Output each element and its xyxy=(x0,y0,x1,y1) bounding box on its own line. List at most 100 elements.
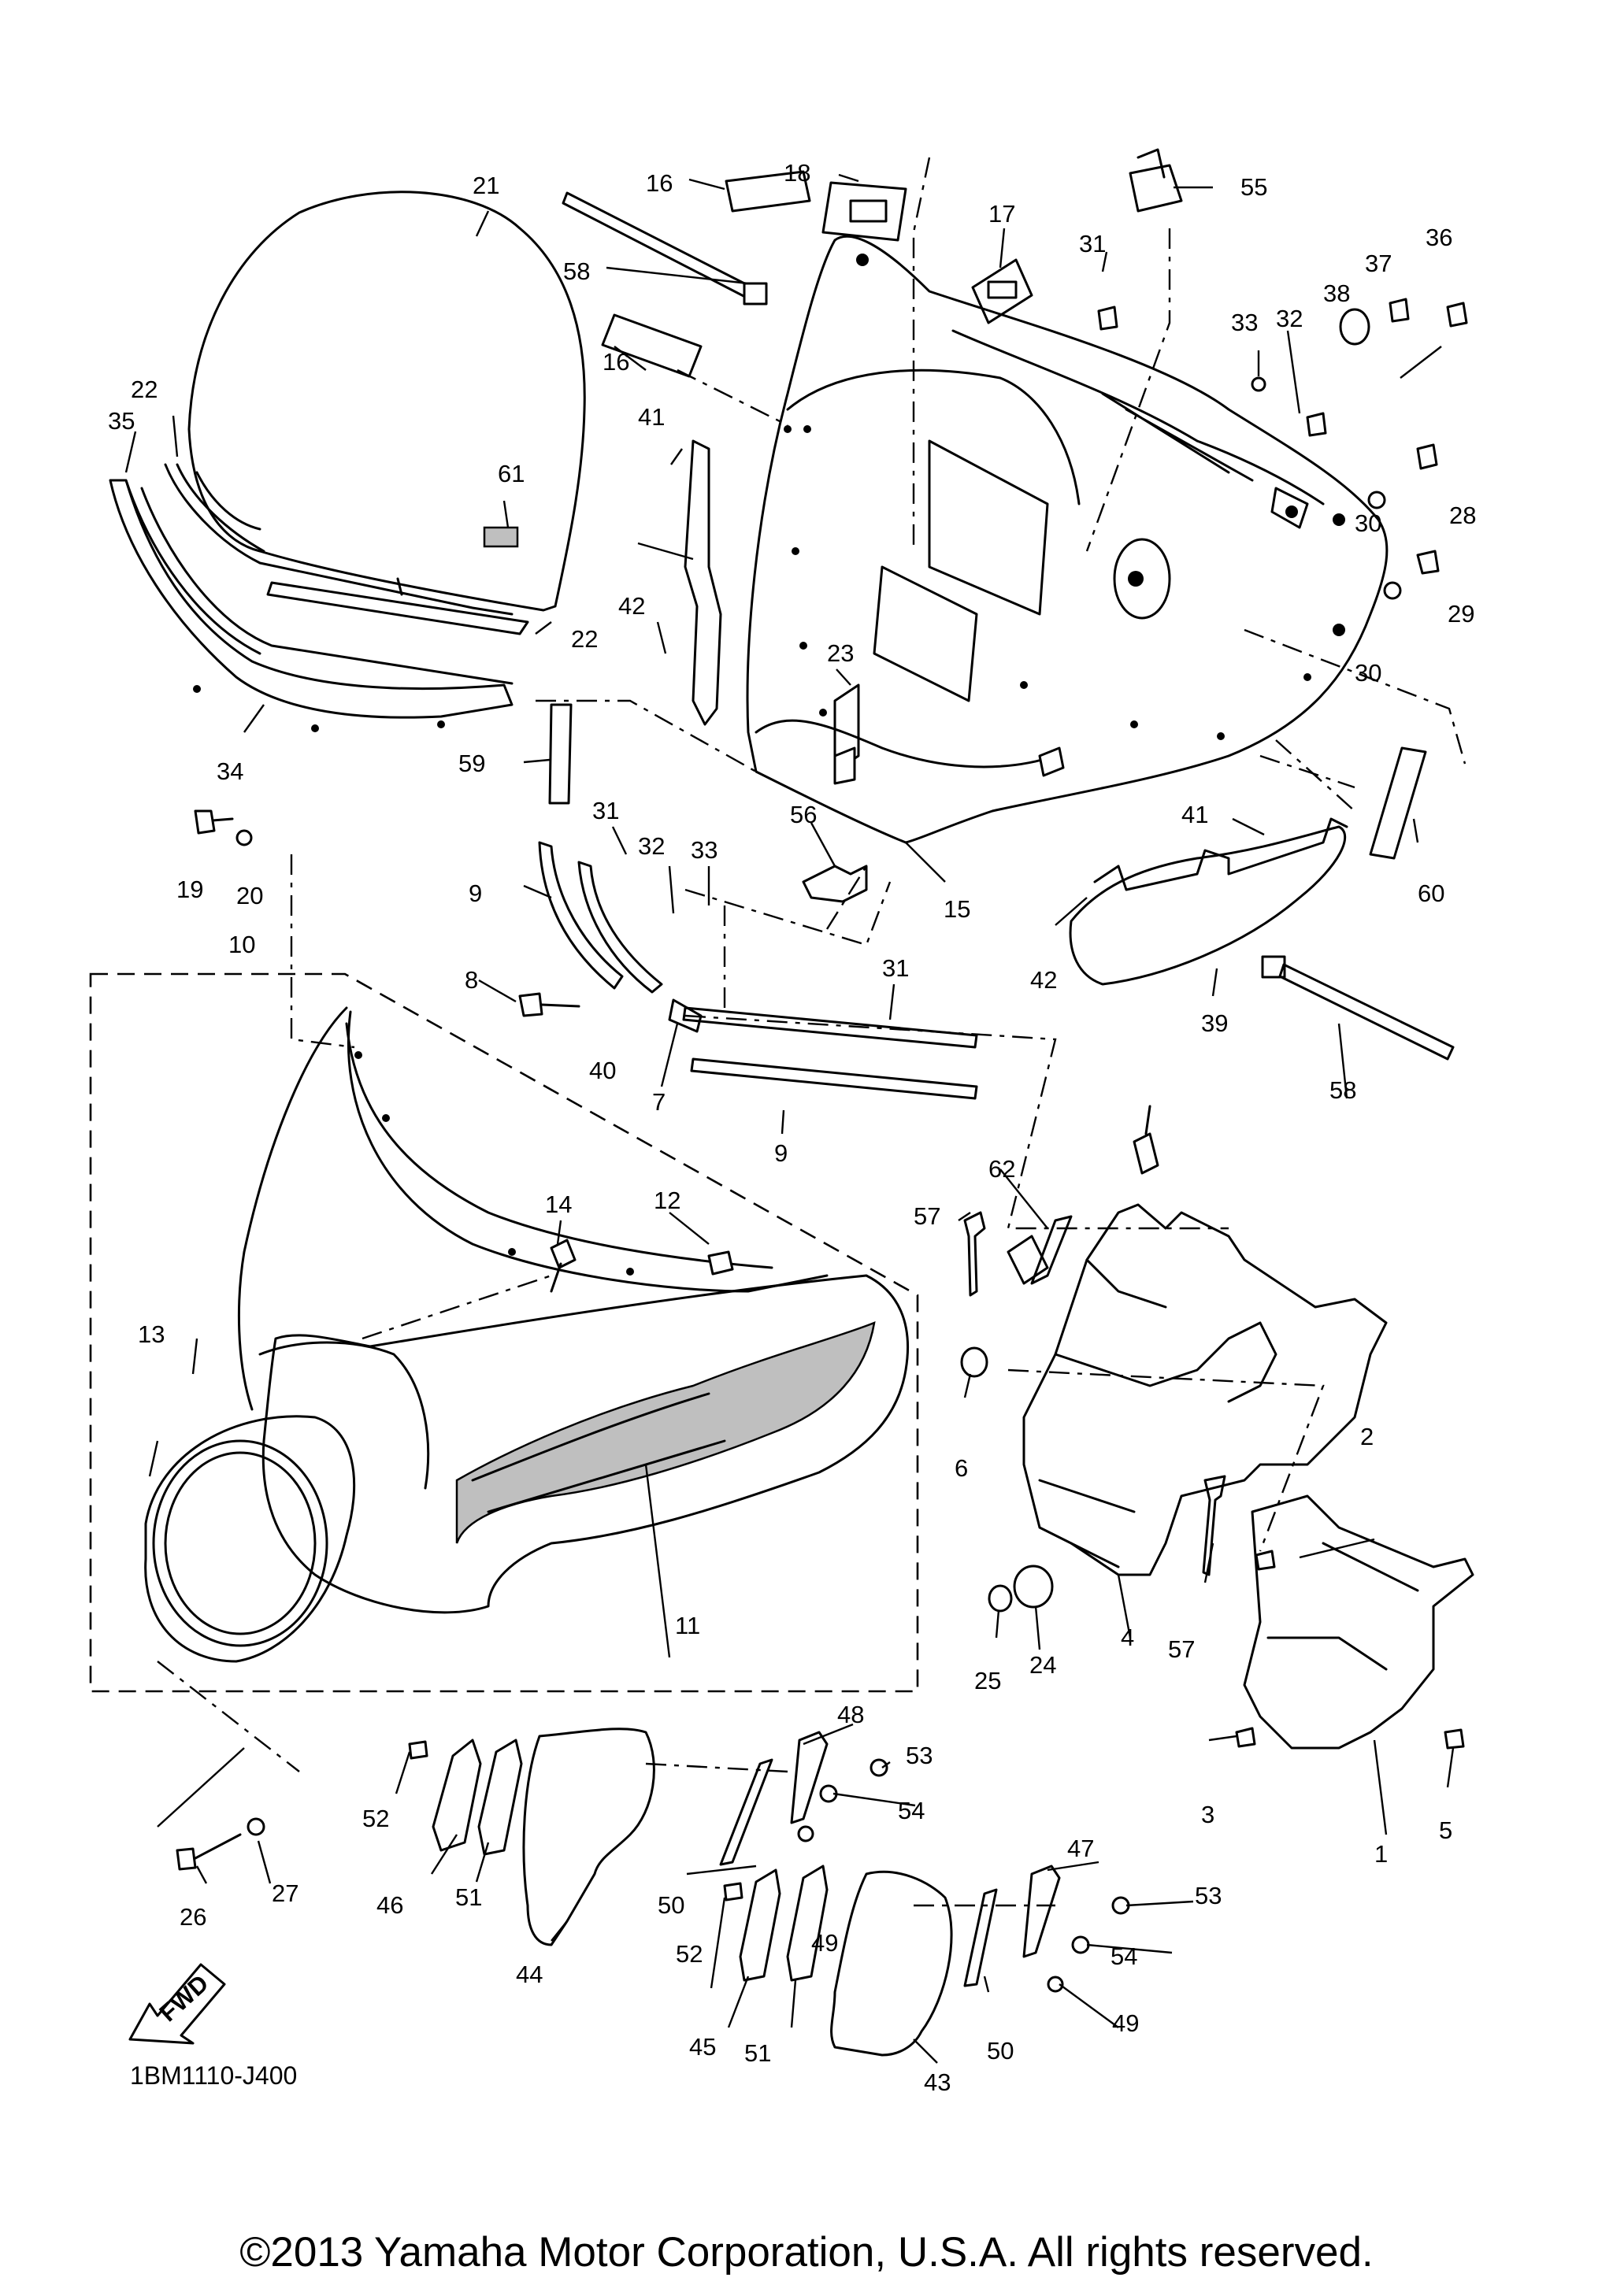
callout-label: 10 xyxy=(228,931,255,958)
lower-cover-39 xyxy=(1069,817,1348,986)
callout-label: 22 xyxy=(131,376,158,403)
callout-label: 29 xyxy=(1448,600,1474,628)
callout-label: 51 xyxy=(744,2039,771,2067)
relation-lines xyxy=(157,157,1467,1907)
callout-label: 3 xyxy=(1201,1801,1214,1828)
callout-labels: 1 2 3 4 5 6 7 8 9 9 10 11 12 13 14 15 16… xyxy=(108,159,1476,2096)
callout-label: 35 xyxy=(108,407,135,435)
callout-label: 57 xyxy=(914,1202,940,1230)
clip-55 xyxy=(1129,148,1183,213)
leg-shields xyxy=(408,1728,1130,2057)
callout-label: 4 xyxy=(1121,1624,1134,1651)
callout-label: 41 xyxy=(638,403,665,431)
callout-label: 53 xyxy=(906,1742,933,1769)
lower-visor xyxy=(109,479,514,732)
callout-label: 33 xyxy=(691,836,718,864)
callout-label: 9 xyxy=(774,1139,788,1167)
nut-12 xyxy=(707,1250,734,1276)
callout-label: 49 xyxy=(811,1929,838,1957)
copyright-notice: ©2013 Yamaha Motor Corporation, U.S.A. A… xyxy=(239,2229,1374,2276)
callout-label: 31 xyxy=(1079,230,1106,257)
callout-label: 38 xyxy=(1323,280,1350,307)
callout-label: 55 xyxy=(1240,173,1267,201)
callout-label: 37 xyxy=(1365,250,1392,277)
callout-label: 16 xyxy=(603,348,629,376)
callout-label: 57 xyxy=(1168,1635,1195,1663)
pads-16 xyxy=(601,170,811,378)
callout-label: 31 xyxy=(592,797,619,824)
callout-label: 42 xyxy=(618,592,645,620)
callout-label: 61 xyxy=(498,460,525,487)
inner-fairing xyxy=(746,235,1389,844)
callout-label: 59 xyxy=(458,750,485,777)
callout-label: 15 xyxy=(944,895,970,923)
screw-14 xyxy=(550,1239,577,1293)
callout-label: 23 xyxy=(827,639,854,667)
callout-label: 9 xyxy=(469,880,482,907)
callout-label: 30 xyxy=(1355,509,1381,537)
callout-label: 21 xyxy=(473,172,499,199)
callout-label: 12 xyxy=(654,1187,680,1214)
callout-label: 25 xyxy=(974,1667,1001,1694)
fwd-arrow-icon: FWD xyxy=(128,1963,226,2045)
small-parts xyxy=(960,1211,1226,1613)
callout-label: 11 xyxy=(675,1612,700,1639)
cable-tie-upper xyxy=(562,191,768,306)
callout-label: 60 xyxy=(1418,880,1444,907)
callout-label: 41 xyxy=(1181,801,1208,828)
callout-label: 34 xyxy=(217,757,243,785)
windshield-trim xyxy=(164,463,529,635)
callout-label: 22 xyxy=(571,625,598,653)
callout-label: 32 xyxy=(638,832,665,860)
callout-label: 33 xyxy=(1231,309,1258,336)
callout-label: 49 xyxy=(1112,2009,1139,2037)
mount-brackets xyxy=(538,841,978,1100)
callout-label: 30 xyxy=(1355,659,1381,687)
callout-label: 20 xyxy=(236,882,263,909)
callout-label: 31 xyxy=(882,954,909,982)
callout-label: 28 xyxy=(1449,502,1476,529)
grommets xyxy=(821,181,1033,324)
callout-label: 51 xyxy=(455,1883,482,1911)
callout-label: 53 xyxy=(1195,1882,1222,1909)
front-cowl xyxy=(237,1006,829,1411)
callout-label: 6 xyxy=(955,1454,968,1482)
callout-label: 43 xyxy=(924,2068,951,2096)
callout-label: 2 xyxy=(1360,1423,1374,1450)
callout-label: 47 xyxy=(1067,1835,1094,1862)
callout-label: 19 xyxy=(176,876,203,903)
callout-label: 18 xyxy=(784,159,810,187)
callout-label: 13 xyxy=(138,1320,165,1348)
callout-label: 50 xyxy=(987,2037,1014,2065)
callout-label: 14 xyxy=(545,1191,572,1218)
seal-strips xyxy=(548,703,1427,860)
leader-lines xyxy=(124,173,1455,2064)
callout-label: 36 xyxy=(1426,224,1452,251)
callout-label: 48 xyxy=(837,1701,864,1728)
callout-label: 27 xyxy=(272,1879,298,1907)
bracket-23 xyxy=(833,683,860,785)
callout-label: 39 xyxy=(1201,1009,1228,1037)
callout-label: 44 xyxy=(516,1961,543,1988)
callout-label: 5 xyxy=(1439,1816,1452,1844)
callout-label: 54 xyxy=(898,1797,925,1824)
callout-label: 46 xyxy=(376,1891,403,1919)
windshield xyxy=(187,191,586,612)
frame-stay xyxy=(1022,1105,1388,1576)
callout-label: 50 xyxy=(658,1891,684,1919)
bracket-56 xyxy=(802,865,868,903)
callout-label: 7 xyxy=(652,1088,666,1116)
callout-label: 52 xyxy=(676,1940,703,1968)
callout-label: 52 xyxy=(362,1805,389,1832)
cable-tie-lower xyxy=(1261,955,1455,1061)
callout-label: 58 xyxy=(1329,1076,1356,1104)
callout-label: 54 xyxy=(1111,1942,1137,1970)
headlight-rim xyxy=(144,1341,430,1663)
side-bracket-40 xyxy=(684,439,722,726)
bracket-1 xyxy=(1243,1494,1474,1750)
callout-label: 16 xyxy=(646,169,673,197)
headlight-body xyxy=(261,1274,910,1614)
callout-label: 32 xyxy=(1276,305,1303,332)
callout-label: 26 xyxy=(180,1903,206,1931)
